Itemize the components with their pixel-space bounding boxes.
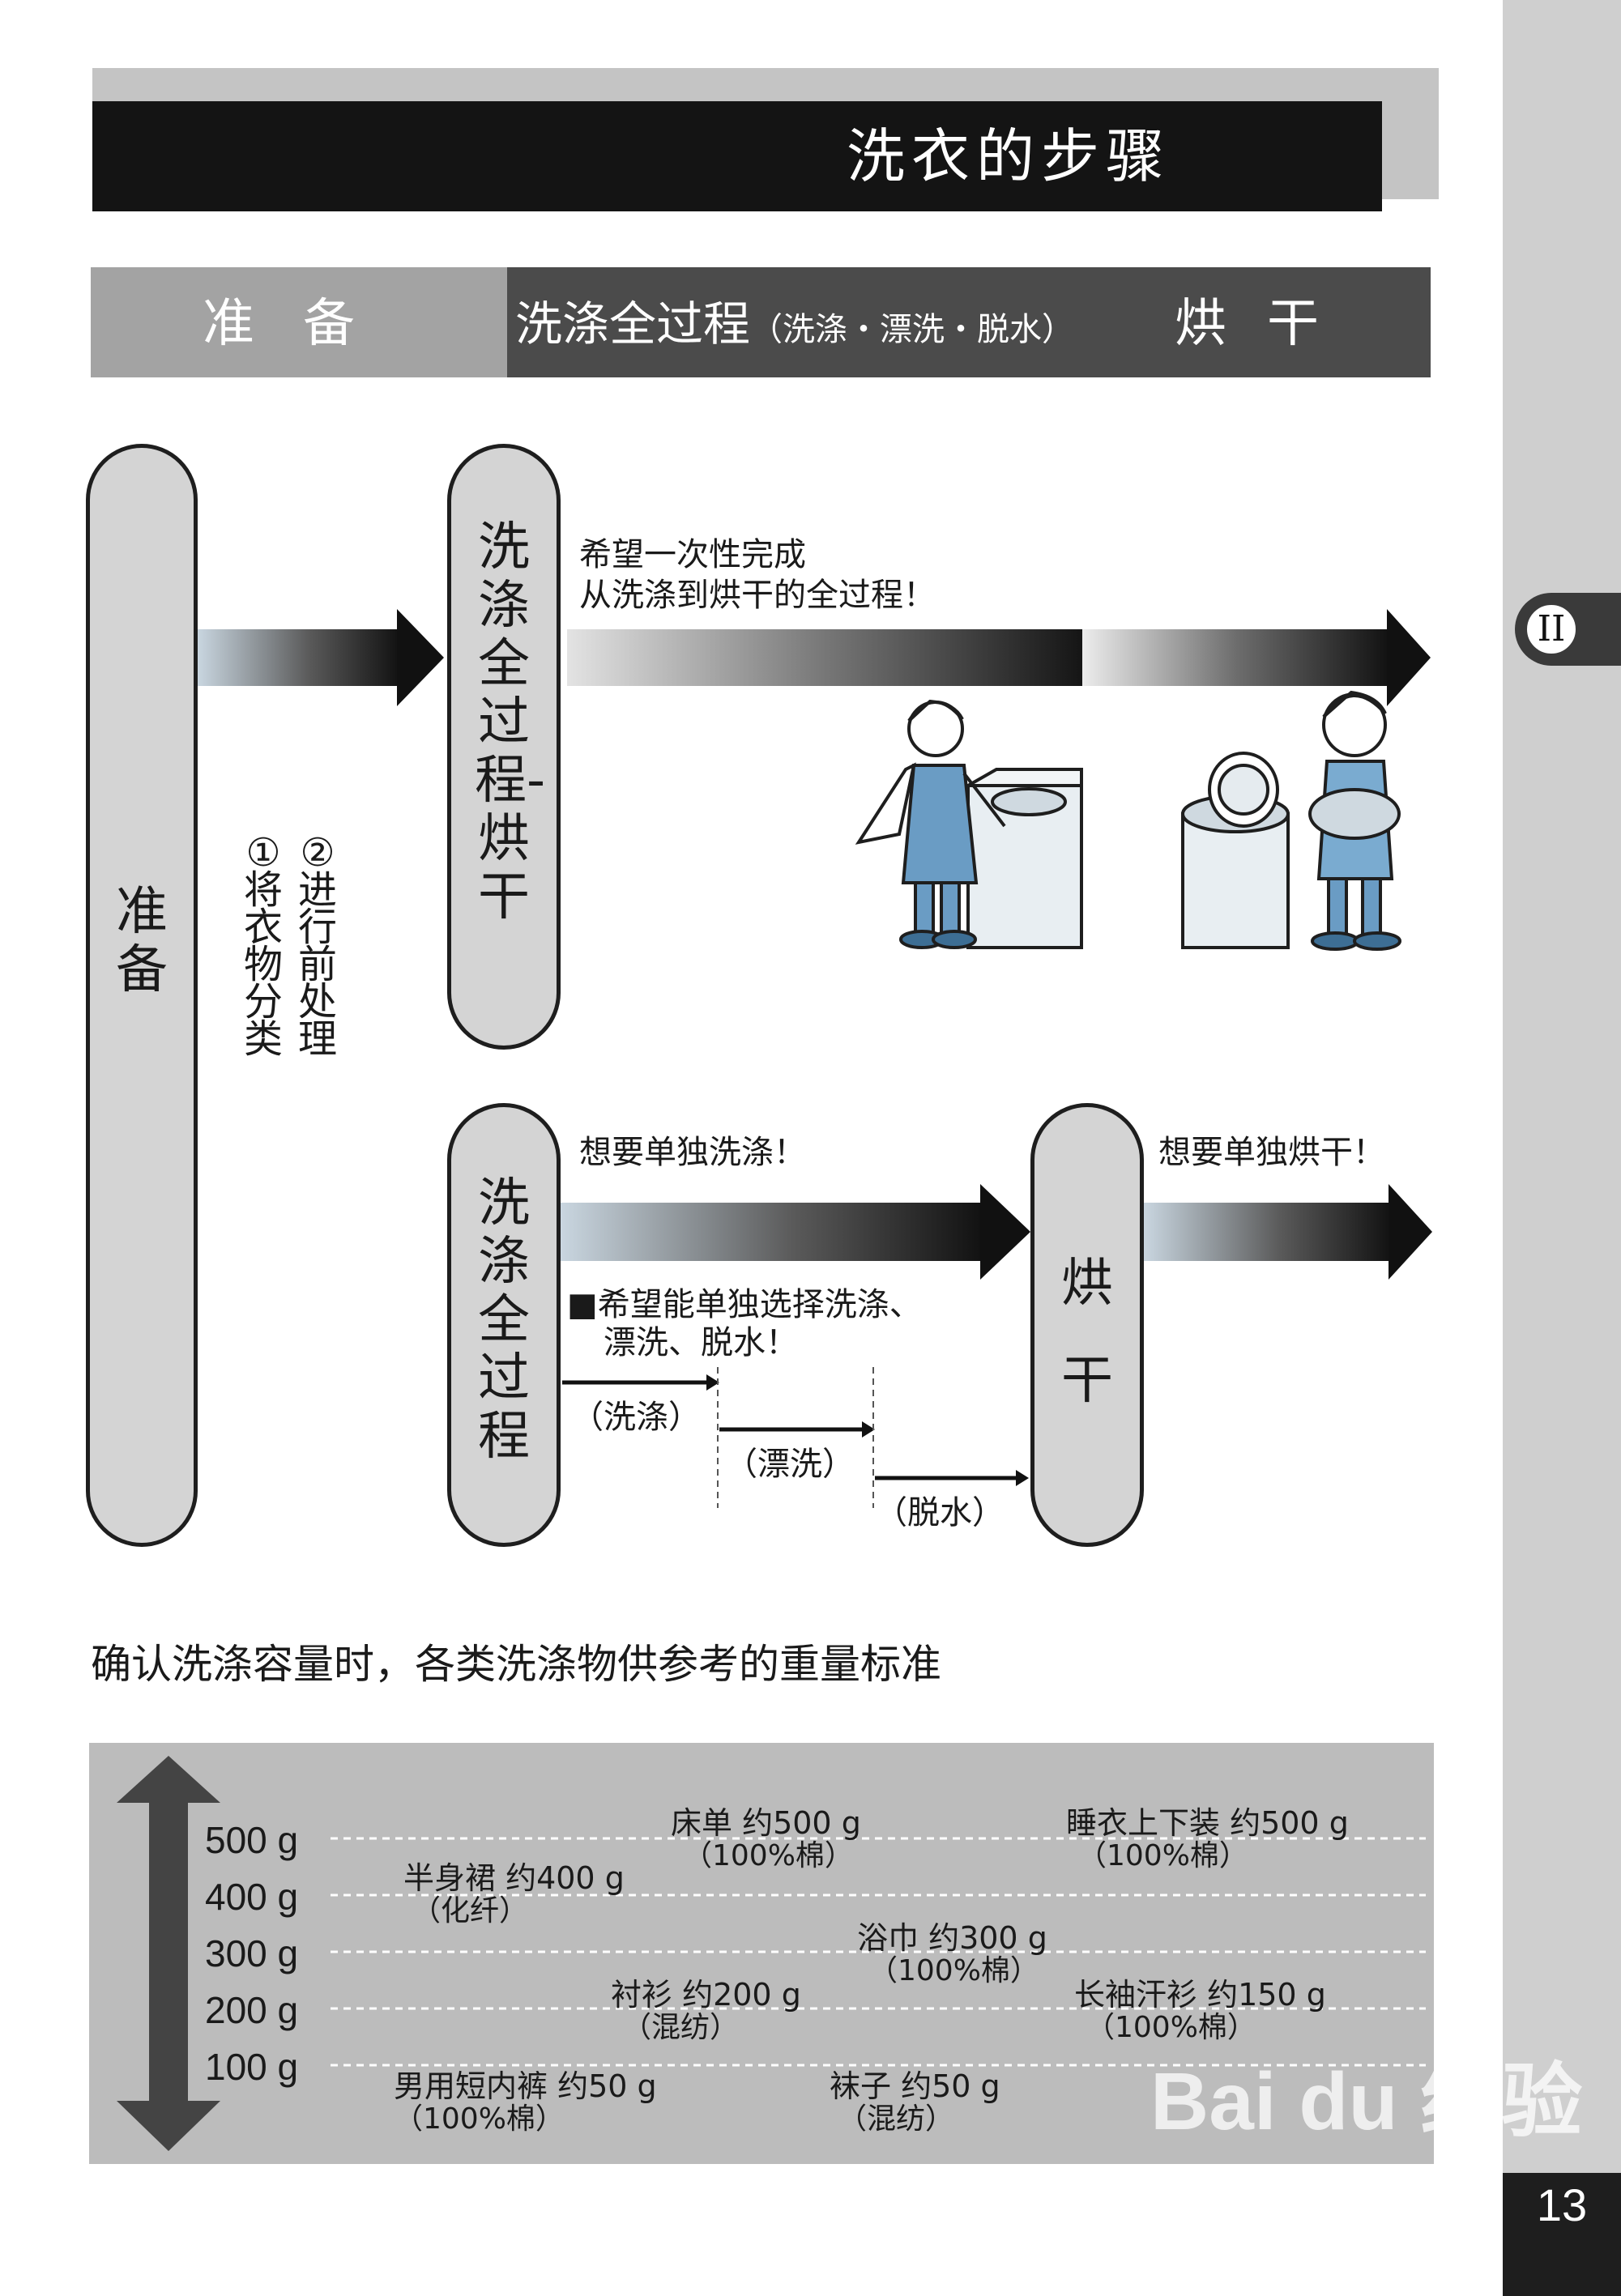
item-shirt-note: （混纺） <box>622 2012 739 2044</box>
item-mens-briefs-note: （100%棉） <box>394 2103 565 2136</box>
item-pajamas-note: （100%棉） <box>1077 1840 1248 1872</box>
watermark-url: jingyan.baidu.com <box>1150 2179 1477 2227</box>
weight-level-100: 100 g <box>205 2047 298 2087</box>
item-shirt: 衬衫 约200 g <box>611 1978 801 2012</box>
item-pajamas: 睡衣上下装 约500 g <box>1066 1806 1349 1840</box>
weight-level-300: 300 g <box>205 1933 298 1974</box>
item-mens-briefs: 男用短内裤 约50 g <box>394 2069 657 2103</box>
weight-level-500: 500 g <box>205 1820 298 1860</box>
item-long-sleeve-undershirt: 长袖汗衫 约150 g <box>1074 1978 1326 2012</box>
item-skirt-note: （化纤） <box>412 1895 528 1928</box>
item-bath-towel-note: （100%棉） <box>868 1955 1039 1987</box>
item-long-sleeve-undershirt-note: （100%棉） <box>1086 2012 1256 2044</box>
watermark-logo: Bai du 经验 <box>1150 2057 1582 2146</box>
item-socks-note: （混纺） <box>838 2103 954 2136</box>
item-socks: 袜子 约50 g <box>830 2069 1000 2103</box>
weight-level-200: 200 g <box>205 1990 298 2030</box>
item-bedsheet-note: （100%棉） <box>683 1840 854 1872</box>
weight-level-400: 400 g <box>205 1876 298 1917</box>
item-bedsheet: 床单 约500 g <box>671 1806 861 1840</box>
item-bath-towel: 浴巾 约300 g <box>857 1921 1047 1955</box>
item-skirt: 半身裙 约400 g <box>403 1861 625 1895</box>
